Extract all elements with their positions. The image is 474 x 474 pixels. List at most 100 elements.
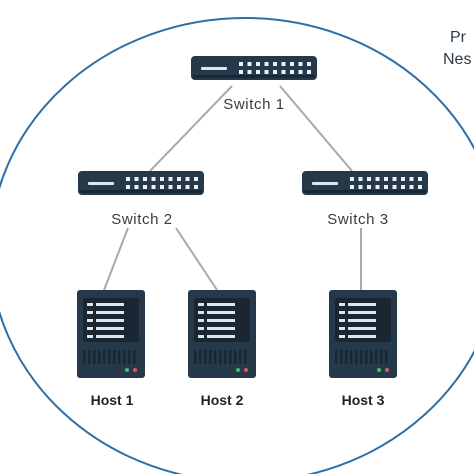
server-drive-bay <box>96 327 124 330</box>
switch-port-top <box>151 177 156 181</box>
switch-port-top <box>401 177 405 181</box>
server-indicator <box>198 335 204 338</box>
server-vent-slot <box>229 350 232 364</box>
host-1-server-icon <box>77 290 145 378</box>
server-drive-bay <box>348 319 376 322</box>
server-indicator <box>339 319 345 322</box>
switch-port-bottom <box>160 185 164 189</box>
link-s2-h1 <box>103 227 129 291</box>
server-vent-slot <box>98 350 101 364</box>
switch-port-top <box>367 177 371 181</box>
switch-base-edge <box>193 75 315 78</box>
server-vent-slot <box>83 350 86 364</box>
server-vent-slot <box>224 350 227 364</box>
switch-port-bottom <box>134 185 139 189</box>
server-vent-slot <box>123 350 126 364</box>
server-vent-slot <box>375 350 378 364</box>
server-drive-bay <box>207 311 235 314</box>
server-indicator <box>87 311 93 314</box>
server-drive-bay <box>348 327 376 330</box>
server-drive-bay <box>96 335 124 338</box>
server-vent-slot <box>355 350 358 364</box>
switch-port-top <box>143 177 147 181</box>
server-indicator <box>339 311 345 314</box>
switch-port-bottom <box>350 185 354 189</box>
switch-port-bottom <box>143 185 147 189</box>
switch-port-top <box>375 177 380 181</box>
switch-port-bottom <box>239 70 243 74</box>
server-vent-slot <box>345 350 348 364</box>
server-vent-slot <box>93 350 96 364</box>
switch-port-top <box>307 62 311 66</box>
switch-port-bottom <box>273 70 277 74</box>
switch-port-bottom <box>358 185 363 189</box>
link-s1-s3 <box>279 85 353 172</box>
switch-port-top <box>264 62 269 66</box>
switch-port-bottom <box>177 185 181 189</box>
server-indicator <box>87 303 93 306</box>
devices-layer <box>77 56 428 378</box>
switch-port-bottom <box>298 70 303 74</box>
switch-port-bottom <box>418 185 422 189</box>
server-indicator <box>198 327 204 330</box>
server-vent-slot <box>380 350 383 364</box>
switch-port-top <box>350 177 354 181</box>
link-s2-h2 <box>175 227 218 291</box>
host-3-label: Host 3 <box>342 392 385 408</box>
server-vent-slot <box>360 350 363 364</box>
server-vent-slot <box>214 350 217 364</box>
server-vent-slot <box>239 350 242 364</box>
server-vent-slot <box>204 350 207 364</box>
switch-port-bottom <box>375 185 380 189</box>
server-vent-slot <box>350 350 353 364</box>
switch-port-top <box>290 62 294 66</box>
switch-port-top <box>392 177 397 181</box>
switch-port-bottom <box>307 70 311 74</box>
switch-port-bottom <box>168 185 173 189</box>
server-vent-slot <box>133 350 136 364</box>
switch-status-strip <box>312 182 338 185</box>
server-drive-bay <box>96 303 124 306</box>
switch-2-icon <box>78 171 204 195</box>
host-1-label: Host 1 <box>91 392 134 408</box>
server-vent-slot <box>385 350 388 364</box>
switch-port-bottom <box>409 185 414 189</box>
server-drive-bay <box>96 319 124 322</box>
network-boundary-ellipse <box>0 17 474 474</box>
server-led-red <box>244 368 248 372</box>
switch-port-top <box>418 177 422 181</box>
host-2-server-icon <box>188 290 256 378</box>
server-drive-bay <box>96 311 124 314</box>
server-drive-bay <box>207 327 235 330</box>
server-vent-slot <box>199 350 202 364</box>
switch-port-bottom <box>185 185 190 189</box>
switch-port-top <box>126 177 130 181</box>
switch-3-icon <box>302 171 428 195</box>
switch-port-top <box>256 62 260 66</box>
switch-port-top <box>247 62 252 66</box>
server-led-green <box>125 368 129 372</box>
server-vent-slot <box>118 350 121 364</box>
server-vent-slot <box>209 350 212 364</box>
server-drive-bay <box>207 335 235 338</box>
server-indicator <box>87 319 93 322</box>
switch-port-bottom <box>247 70 252 74</box>
switch-port-bottom <box>126 185 130 189</box>
switch-port-bottom <box>392 185 397 189</box>
region-label-line-2: Nes <box>443 51 471 68</box>
server-vent-slot <box>370 350 373 364</box>
switch-port-top <box>358 177 363 181</box>
switch-port-bottom <box>367 185 371 189</box>
switch-status-strip <box>201 67 227 70</box>
switch-port-top <box>409 177 414 181</box>
server-led-green <box>377 368 381 372</box>
region-label-line-1: Pr <box>450 29 467 46</box>
host-2-label: Host 2 <box>201 392 244 408</box>
switch-1-label: Switch 1 <box>223 96 285 113</box>
switch-port-bottom <box>256 70 260 74</box>
server-indicator <box>87 327 93 330</box>
server-vent-slot <box>234 350 237 364</box>
switch-port-top <box>298 62 303 66</box>
